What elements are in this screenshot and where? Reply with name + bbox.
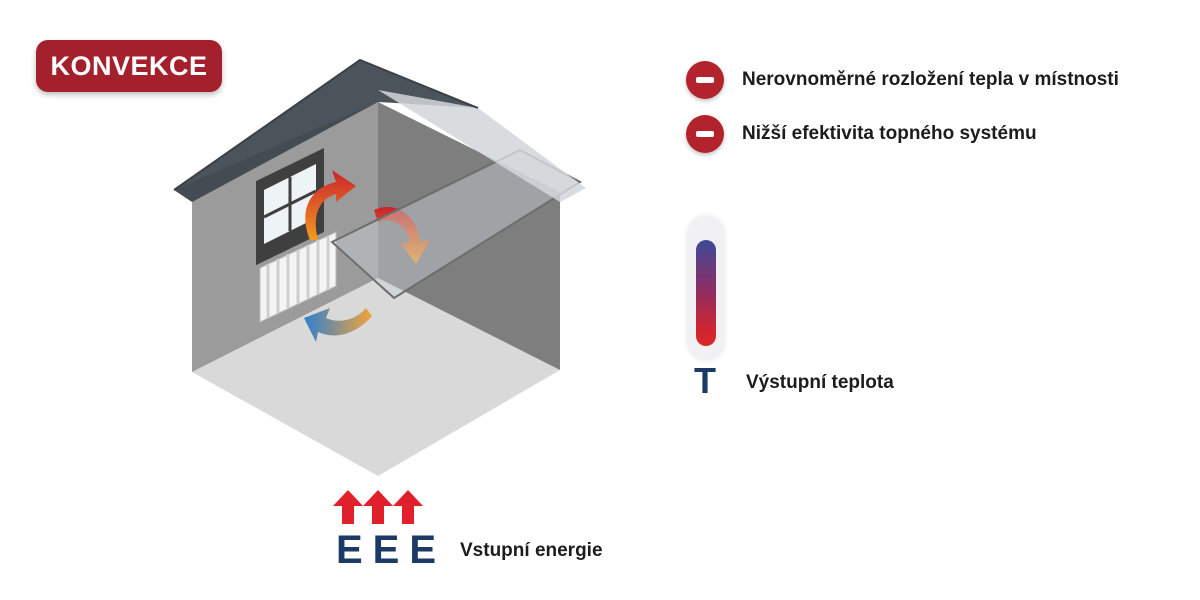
output-temperature-label: Výstupní teplota [746, 372, 894, 393]
thermometer-icon [688, 216, 724, 360]
input-energy-label: Vstupní energie [460, 540, 603, 561]
drawback-text: Nerovnoměrné rozložení tepla v místnosti [742, 69, 1119, 90]
ceiling-plane [330, 148, 582, 300]
energy-arrows-icon [333, 490, 423, 524]
floor [192, 278, 560, 476]
thermometer-fill [696, 240, 716, 346]
cool-air-arrow-icon [304, 308, 372, 342]
energy-symbols: EEE [336, 528, 447, 572]
house-illustration [173, 58, 586, 476]
radiator-icon [259, 231, 337, 323]
descending-air-arrow-icon [374, 206, 430, 264]
warm-air-arrow-icon [305, 170, 356, 240]
temperature-symbol: T [694, 360, 716, 401]
drawback-item-1: Nerovnoměrné rozložení tepla v místnosti [686, 61, 1119, 99]
minus-icon [686, 115, 724, 153]
roof-top [174, 60, 478, 190]
minus-icon [686, 61, 724, 99]
roof-right [378, 90, 586, 202]
method-badge: KONVEKCE [36, 40, 222, 92]
drawback-text: Nižší efektivita topného systému [742, 123, 1037, 144]
drawback-item-2: Nižší efektivita topného systému [686, 115, 1037, 153]
right-wall [378, 102, 560, 370]
